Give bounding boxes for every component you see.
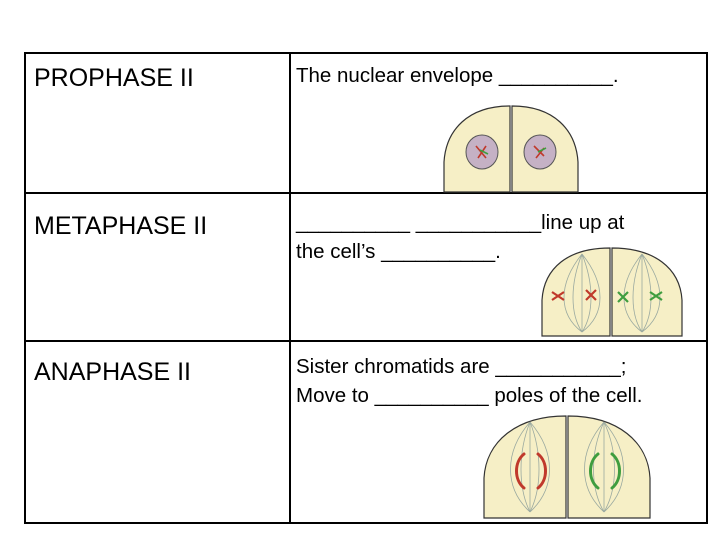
prophase-ii-line-1: The nuclear envelope __________. [296,64,619,87]
prophase-ii-cell-illustration [443,105,579,193]
prophase-ii-text: The nuclear envelope __________. [296,61,619,90]
metaphase-ii-text: __________ ___________line up at the cel… [296,208,624,266]
metaphase-ii-line-2: the cell’s __________. [296,240,501,263]
column-divider [289,54,291,522]
anaphase-ii-line-2: Move to __________ poles of the cell. [296,384,643,407]
row-divider-2 [26,340,706,342]
anaphase-ii-cell-illustration [483,415,651,519]
prophase-ii-label: PROPHASE II [34,64,194,92]
phase-table: PROPHASE II The nuclear envelope _______… [24,52,708,524]
anaphase-ii-line-1: Sister chromatids are ___________; [296,355,627,378]
anaphase-ii-text: Sister chromatids are ___________; Move … [296,352,642,410]
anaphase-ii-label: ANAPHASE II [34,358,191,386]
metaphase-ii-label: METAPHASE II [34,212,208,240]
row-divider-1 [26,192,706,194]
metaphase-ii-cell-illustration [541,247,683,337]
metaphase-ii-line-1: __________ ___________line up at [296,211,625,234]
